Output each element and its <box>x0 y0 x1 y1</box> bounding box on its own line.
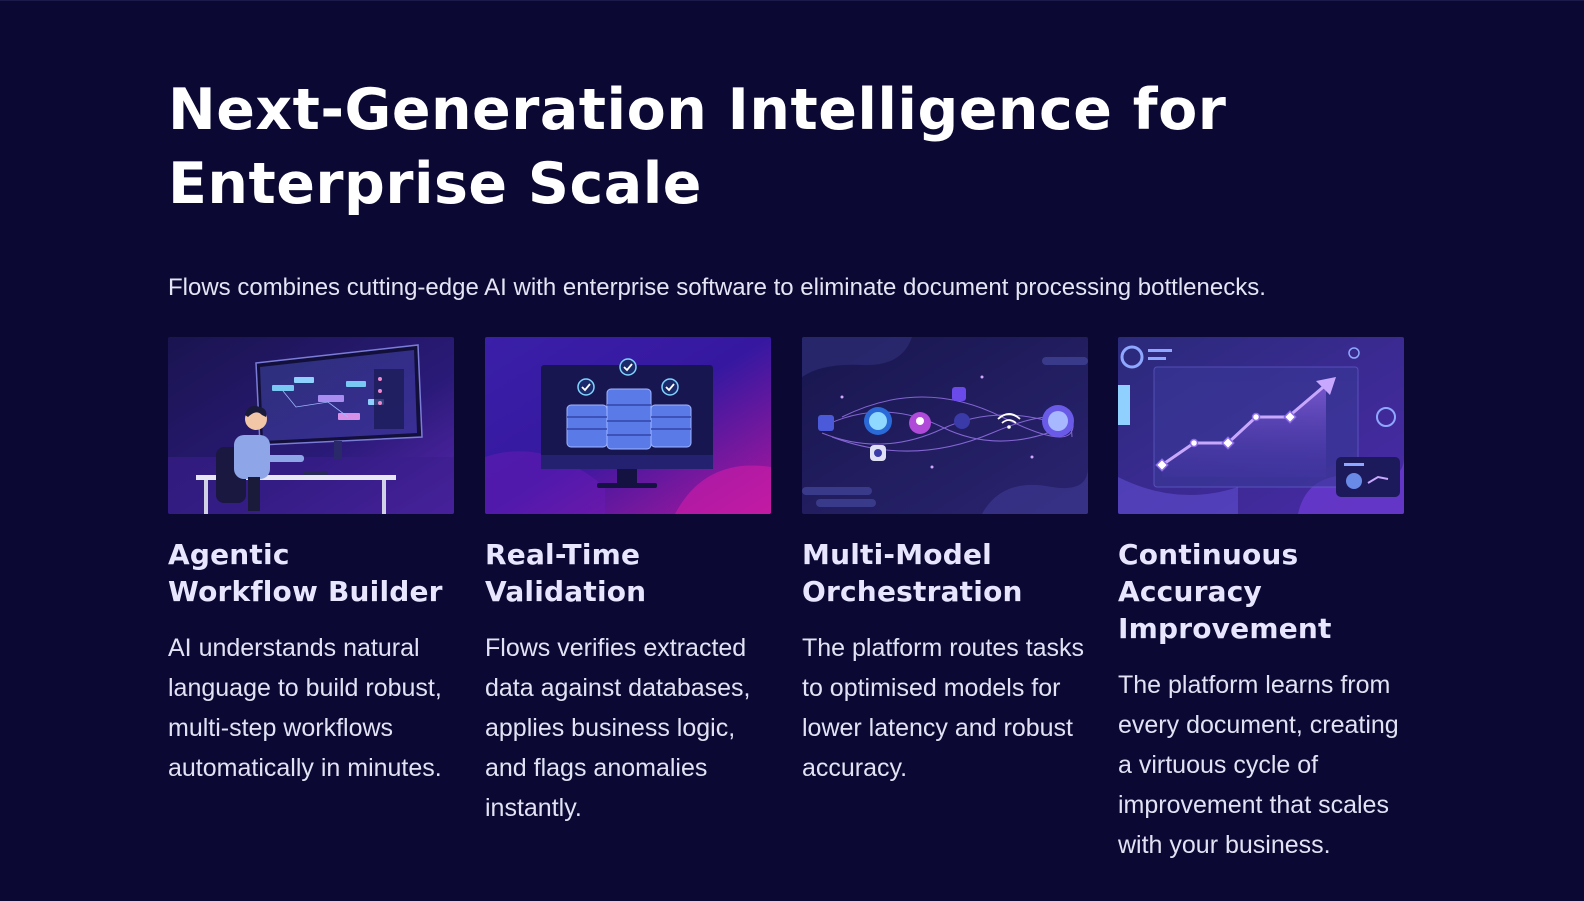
feature-cards: Agentic Workflow Builder AI understands … <box>168 337 1408 877</box>
feature-card-title: Real-Time Validation <box>485 536 785 610</box>
feature-card-title-line-1: Multi-Model <box>802 538 992 571</box>
page-subheading: Flows combines cutting-edge AI with ente… <box>168 274 1266 301</box>
feature-card-title: Continuous Accuracy Improvement <box>1118 536 1418 647</box>
page-title-line-1: Next-Generation Intelligence for <box>168 77 1227 143</box>
feature-card-description: The platform learns from every document,… <box>1118 671 1399 859</box>
page-title-line-2: Enterprise Scale <box>168 151 702 217</box>
feature-card-title-line-1: Continuous <box>1118 538 1299 571</box>
feature-card-title-line-2: Accuracy Improvement <box>1118 575 1332 645</box>
page-title: Next-Generation Intelligence for Enterpr… <box>168 73 1368 221</box>
growth-chart-illustration <box>1118 337 1404 514</box>
feature-card-title-line-2: Orchestration <box>802 575 1023 608</box>
person-at-monitor-illustration <box>168 337 454 514</box>
feature-card-real-time-validation: Real-Time Validation Flows verifies extr… <box>485 337 771 828</box>
feature-card-continuous-accuracy: Continuous Accuracy Improvement The plat… <box>1118 337 1404 865</box>
feature-card-description: Flows verifies extracted data against da… <box>485 634 751 822</box>
feature-card-title-line-2: Workflow Builder <box>168 575 443 608</box>
model-network-illustration <box>802 337 1088 514</box>
feature-card-multi-model-orchestration: Multi-Model Orchestration The platform r… <box>802 337 1088 788</box>
feature-card-description: The platform routes tasks to optimised m… <box>802 634 1085 782</box>
feature-card-title-line-1: Agentic <box>168 538 290 571</box>
feature-card-title: Multi-Model Orchestration <box>802 536 1102 610</box>
feature-card-title-line-2: Validation <box>485 575 647 608</box>
database-validation-illustration <box>485 337 771 514</box>
feature-card-agentic-workflow: Agentic Workflow Builder AI understands … <box>168 337 454 788</box>
feature-card-description: AI understands natural language to build… <box>168 634 442 782</box>
feature-card-title-line-1: Real-Time <box>485 538 641 571</box>
feature-card-title: Agentic Workflow Builder <box>168 536 468 610</box>
